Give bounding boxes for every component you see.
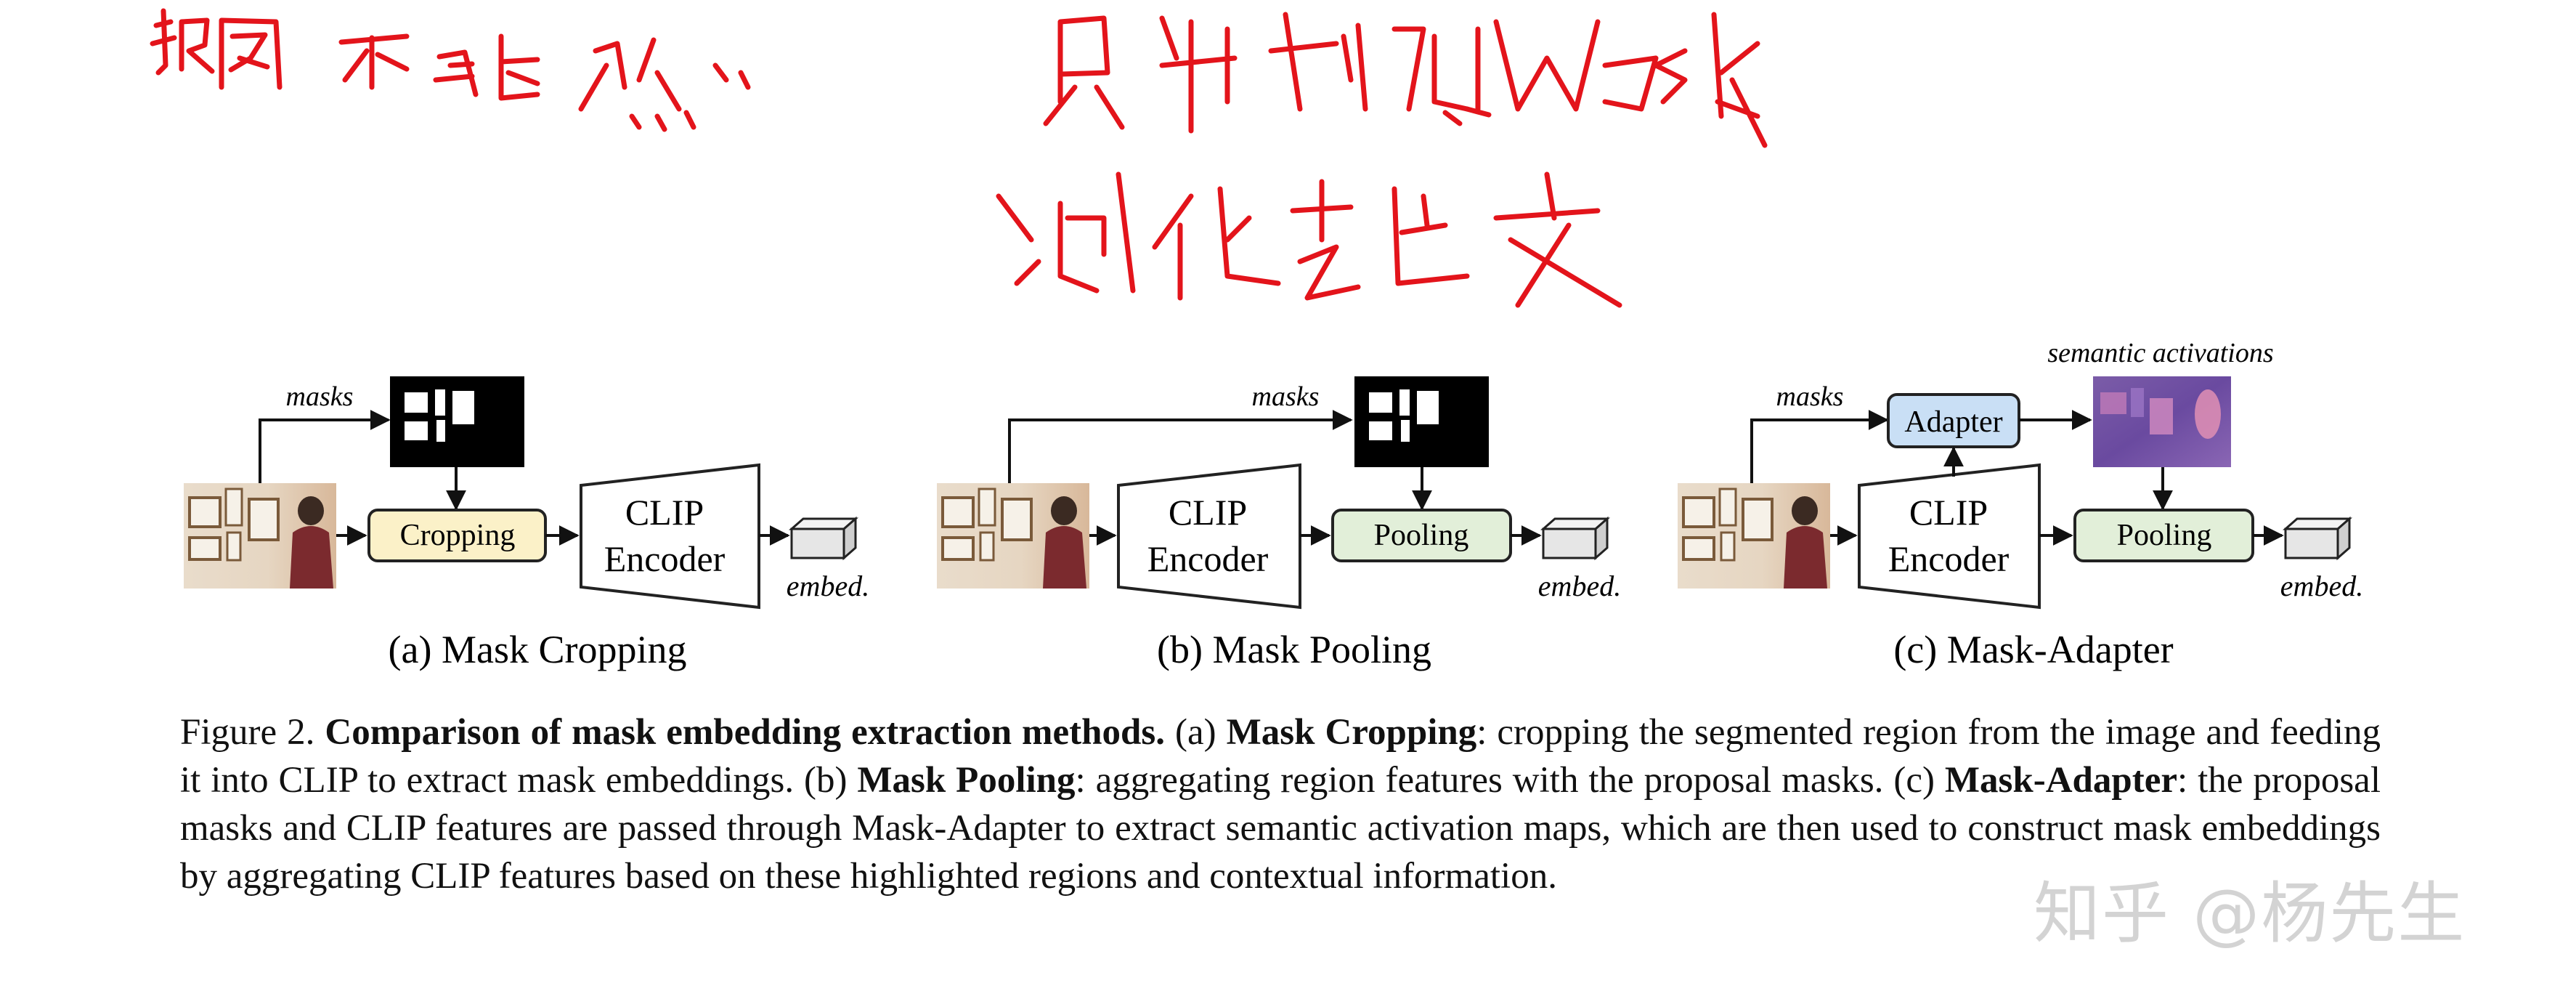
- caption-b-text: : aggregating region features with the p…: [1075, 760, 1884, 801]
- watermark: 知乎 @杨先生: [2033, 875, 2466, 953]
- masks-label: masks: [1776, 381, 1844, 412]
- embed-label: embed.: [1538, 570, 1621, 602]
- figure-title: Comparison of mask embedding extraction …: [325, 712, 1165, 753]
- panel-mask-pooling: masks CLIP Encoder Pooling embed.: [935, 376, 1621, 610]
- masks-label: masks: [286, 381, 354, 412]
- panel-mask-adapter: masks Adapter semantic activations CLIP …: [1676, 338, 2363, 610]
- embed-cube: [1542, 517, 1609, 559]
- caption-a-name: Mask Cropping: [1226, 712, 1477, 753]
- embed-cube: [2284, 517, 2351, 559]
- arrow-image-to-masks: [1008, 410, 1353, 483]
- caption-a-text: : cropping the segmented region from the…: [180, 712, 2381, 801]
- handwritten-annotation-3: [996, 171, 1622, 308]
- semantic-activation-map: [2093, 376, 2231, 467]
- mask-image: [390, 376, 524, 467]
- subcaption-a: (a) Mask Cropping: [389, 628, 687, 671]
- adapter-label: Adapter: [1904, 405, 2002, 439]
- input-image: [935, 482, 1091, 590]
- embed-label: embed.: [787, 570, 869, 602]
- caption-c-text: : the proposal masks and CLIP features a…: [180, 760, 2381, 897]
- clip-encoder: [1117, 463, 1301, 610]
- embed-label: embed.: [2280, 570, 2363, 602]
- handwritten-annotation-1: [150, 8, 751, 132]
- clip-encoder: [1858, 463, 2041, 610]
- caption-c-tag: (c): [1893, 760, 1935, 801]
- subcaption-b: (b) Mask Pooling: [1157, 628, 1431, 671]
- mask-image: [1354, 376, 1489, 467]
- embed-cube: [790, 517, 857, 559]
- input-image: [1676, 482, 1832, 590]
- arrow-image-to-adapter: [1750, 410, 1889, 483]
- encoder-line2: Encoder: [1147, 538, 1269, 579]
- caption-b-name: Mask Pooling: [857, 760, 1076, 801]
- encoder-line2: Encoder: [604, 538, 726, 579]
- figure-caption: Figure 2. Comparison of mask embedding e…: [180, 708, 2381, 900]
- encoder-line2: Encoder: [1888, 538, 2010, 579]
- encoder-line1: CLIP: [1909, 492, 1988, 533]
- pooling-label: Pooling: [2117, 519, 2212, 552]
- panel-mask-cropping: masks Cropping CLIP Encoder embed.: [182, 376, 869, 610]
- caption-c-name: Mask-Adapter: [1944, 760, 2178, 801]
- cropping-label: Cropping: [400, 519, 516, 552]
- arrow-image-to-masks: [259, 410, 391, 483]
- encoder-line1: CLIP: [625, 492, 704, 533]
- subcaption-c: (c) Mask-Adapter: [1893, 628, 2173, 671]
- clip-encoder: [580, 463, 760, 610]
- encoder-line1: CLIP: [1169, 492, 1247, 533]
- input-image: [182, 482, 338, 590]
- figure-number: Figure 2.: [180, 712, 315, 753]
- caption-b-tag: (b): [804, 760, 848, 801]
- activations-label: semantic activations: [2047, 338, 2273, 368]
- masks-label: masks: [1252, 381, 1320, 412]
- caption-a-tag: (a): [1175, 712, 1216, 753]
- pooling-label: Pooling: [1374, 519, 1469, 552]
- handwritten-annotation-2: [1043, 12, 1768, 148]
